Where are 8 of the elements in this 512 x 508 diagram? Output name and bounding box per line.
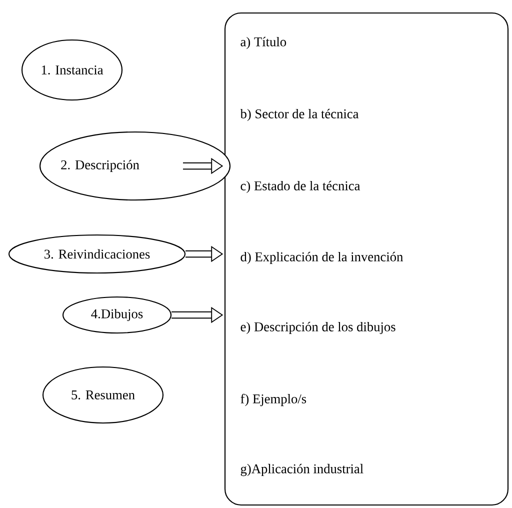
list-box xyxy=(224,12,509,506)
list-item: f) Ejemplo/s xyxy=(240,394,306,406)
list-item: b) Sector de la técnica xyxy=(240,108,359,122)
list-item: e) Descripción de los dibujos xyxy=(240,322,396,334)
list-item: c) Estado de la técnica xyxy=(240,180,360,194)
list-item: d) Explicación de la invención xyxy=(240,252,403,264)
list-item: g)Aplicación industrial xyxy=(240,464,364,476)
list-item: a) Título xyxy=(240,36,286,50)
